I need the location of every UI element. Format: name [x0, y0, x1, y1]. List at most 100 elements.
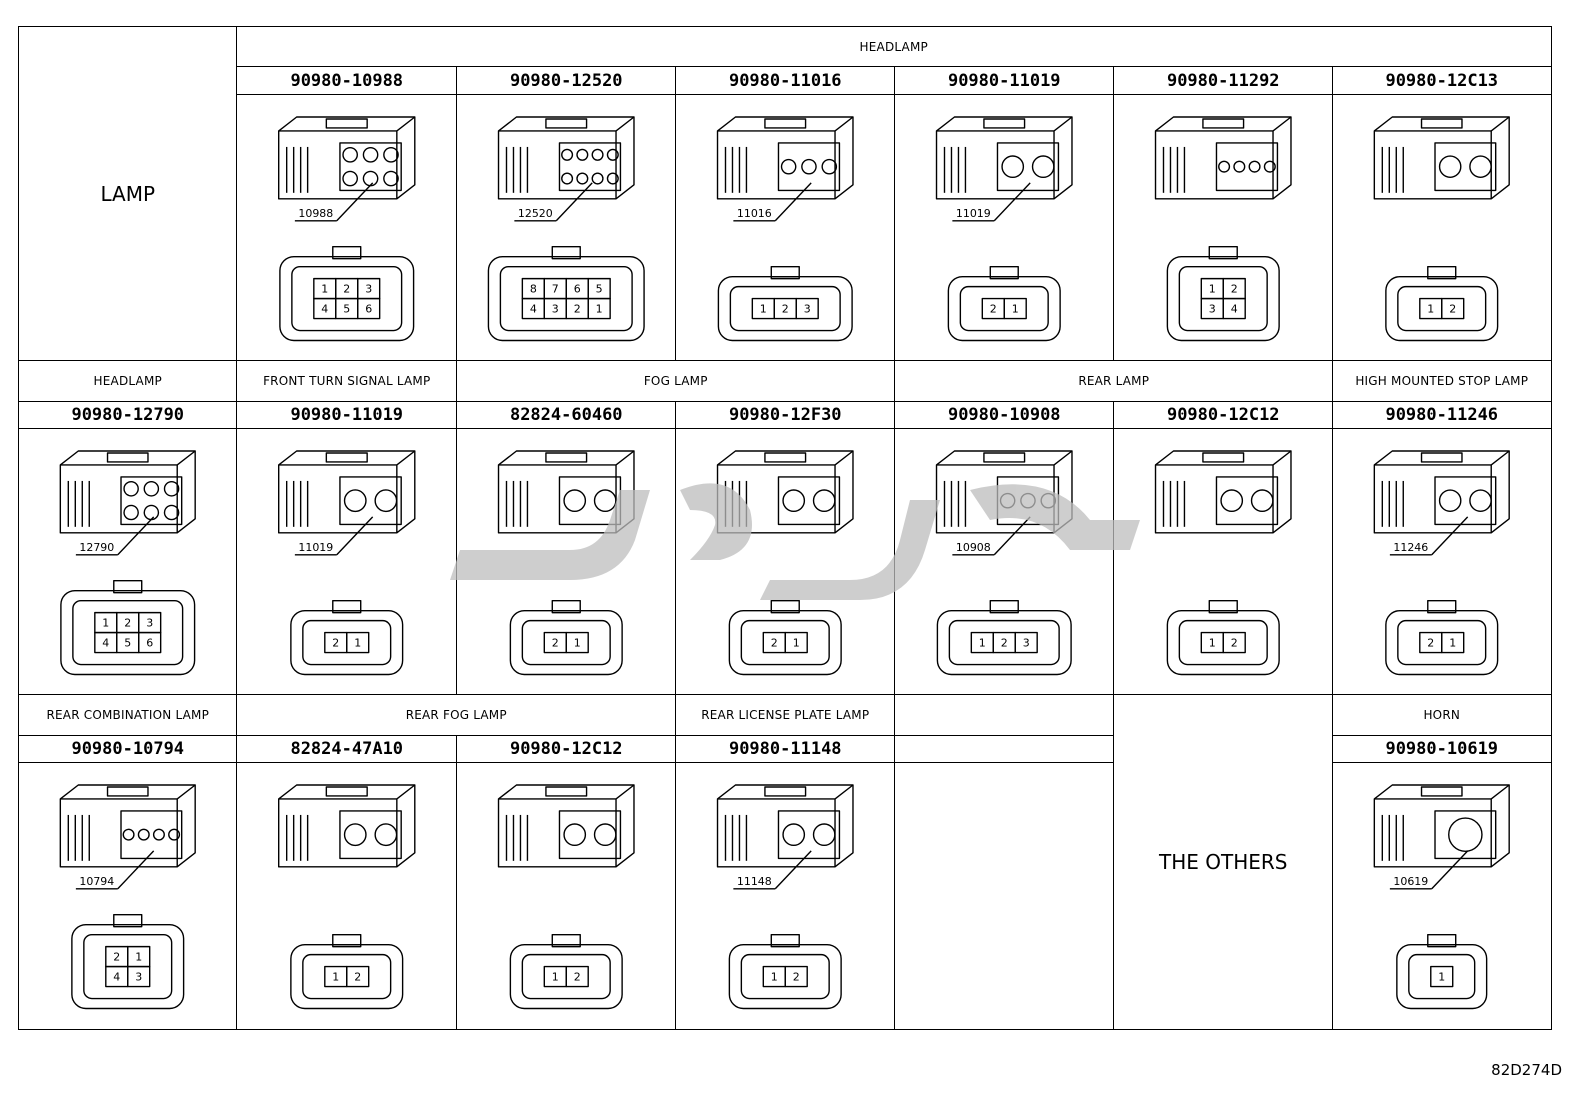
pin-number: 3: [1209, 303, 1216, 316]
connector-edge: [498, 784, 635, 867]
terminal-cavity: [342, 170, 358, 187]
pin-number: 1: [574, 637, 581, 650]
callout-label: 11019: [298, 541, 333, 554]
connector-latch: [764, 786, 807, 797]
pin-number: 6: [365, 303, 372, 316]
pin-number: 5: [124, 637, 131, 650]
connector-face: [558, 810, 622, 860]
pin-number: 6: [146, 637, 153, 650]
pin-cell: [1003, 297, 1027, 320]
pin-number: 3: [804, 303, 811, 316]
terminal-cavity: [343, 489, 367, 513]
callout-leader: [993, 182, 1031, 222]
callout-leader: [336, 182, 374, 222]
terminal-cavity: [383, 146, 399, 163]
housing-inner: [302, 953, 392, 1000]
connector-edge: [717, 784, 854, 867]
pin-cell: [1441, 631, 1465, 654]
housing-outline: [728, 609, 842, 676]
connector-face: [777, 476, 841, 526]
housing-inner: [740, 619, 830, 666]
connector-face: [558, 476, 622, 526]
part-number: 90980-10908: [894, 401, 1115, 430]
connector-body: [278, 784, 416, 868]
terminal-cavity: [137, 828, 150, 841]
connector-body: [278, 116, 416, 200]
housing-lock: [332, 933, 362, 948]
terminal-cavity: [143, 504, 160, 521]
part-number: 90980-12C12: [456, 735, 677, 764]
terminal-cavity: [143, 481, 160, 497]
housing-outline: [1396, 943, 1488, 1010]
diagram-code: 82D274D: [1491, 1061, 1562, 1079]
housing-inner: [1408, 953, 1476, 1000]
callout-leader: [336, 516, 374, 556]
pin-number: 2: [771, 637, 778, 650]
callout-label: 10619: [1393, 875, 1428, 888]
housing-outline: [1166, 255, 1280, 342]
connector-latch: [106, 452, 149, 463]
connector-latch: [1202, 118, 1245, 129]
pin-cell: [1441, 297, 1465, 320]
housing-inner: [302, 619, 392, 666]
connector-face: [339, 810, 402, 860]
housing-inner: [1397, 619, 1487, 666]
callout-leader: [1431, 516, 1469, 556]
connector-edge: [1155, 116, 1292, 199]
part-number: 82824-47A10: [236, 735, 458, 764]
group-header: REAR LICENSE PLATE LAMP: [675, 694, 896, 737]
pin-number: 2: [1231, 283, 1238, 296]
housing-outline: [509, 943, 623, 1010]
connector-edge: [1374, 116, 1510, 199]
pin-number: 2: [124, 617, 131, 630]
pin-cell: [357, 297, 381, 320]
connector-edge: [278, 450, 416, 533]
housing-outline: [1385, 609, 1499, 676]
housing-lock: [989, 265, 1019, 280]
terminal-cavity: [168, 828, 181, 841]
connector-latch: [1420, 786, 1463, 797]
connector-body: [1373, 116, 1510, 200]
pin-number: 3: [552, 303, 559, 316]
pin-number: 1: [1209, 637, 1216, 650]
terminal-cavity: [1218, 160, 1231, 173]
callout-label: 11246: [1393, 541, 1428, 554]
part-number: 90980-10794: [18, 735, 238, 764]
pin-number: 5: [343, 303, 350, 316]
housing-inner: [499, 265, 633, 332]
terminal-cavity: [591, 148, 604, 161]
housing-inner: [291, 265, 403, 332]
connector-body: [935, 116, 1073, 200]
housing-outline: [717, 275, 853, 342]
housing-outline: [290, 943, 404, 1010]
terminal-cavity: [1250, 489, 1274, 513]
terminal-cavity: [163, 481, 180, 497]
terminal-cavity: [1040, 492, 1057, 509]
connector-face: [1434, 142, 1497, 192]
housing-outline: [1166, 609, 1280, 676]
terminal-cavity: [383, 170, 399, 187]
connector-face: [777, 142, 841, 192]
housing-outline: [509, 609, 623, 676]
housing-outline: [60, 589, 196, 676]
part-number: 90980-11019: [236, 401, 458, 430]
housing-outline: [71, 923, 185, 1010]
housing-lock: [332, 599, 362, 614]
housing-inner: [959, 285, 1049, 332]
pin-cell: [565, 631, 589, 654]
callout-leader: [993, 516, 1031, 556]
connector-edge: [278, 116, 416, 199]
others-label: THE OTHERS: [1113, 694, 1334, 1030]
